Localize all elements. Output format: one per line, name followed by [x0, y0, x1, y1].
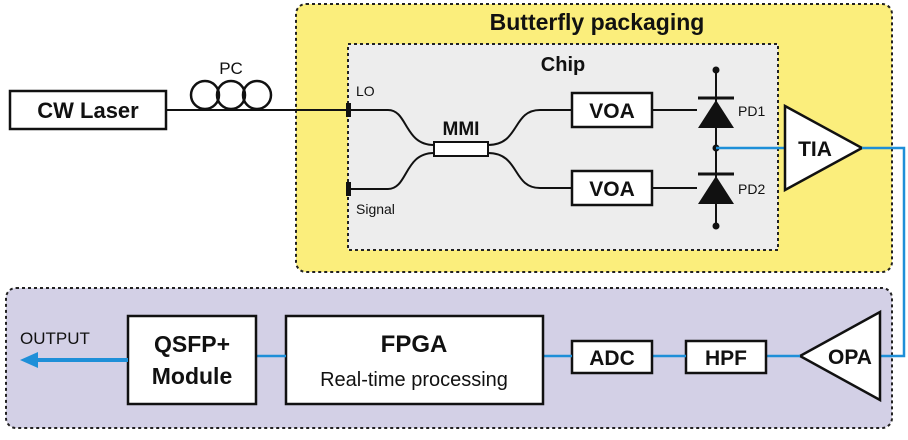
- signal-label: Signal: [356, 201, 395, 217]
- fpga-subtitle: Real-time processing: [320, 369, 508, 391]
- waveguide-lo-to-mmi: [351, 109, 435, 146]
- signal-port: [346, 182, 351, 196]
- opa-amplifier: [797, 309, 882, 403]
- qsfp-line2: Module: [152, 363, 233, 389]
- chip-label: Chip: [541, 54, 585, 76]
- butterfly-packaging-label: Butterfly packaging: [490, 9, 705, 35]
- voa2-label: VOA: [589, 178, 635, 201]
- fpga-block: [284, 314, 545, 406]
- wire-tia-to-opa: [862, 146, 906, 358]
- qsfp-module-block: [126, 314, 258, 406]
- lo-label: LO: [356, 83, 375, 99]
- pd1-diode-icon: [698, 96, 734, 128]
- fpga-title: FPGA: [381, 331, 448, 358]
- output-arrow-icon: [20, 352, 128, 368]
- pc-label: PC: [219, 59, 243, 78]
- pd2-diode-icon: [698, 172, 734, 204]
- opa-label: OPA: [828, 346, 872, 369]
- pd2-label: PD2: [738, 181, 765, 197]
- qsfp-line1: QSFP+: [154, 331, 230, 357]
- tia-label: TIA: [798, 138, 832, 161]
- polarization-controller: [189, 79, 273, 111]
- output-label: OUTPUT: [20, 329, 90, 348]
- chip-region: [347, 43, 779, 251]
- lo-port: [346, 103, 351, 117]
- adc-block: [570, 339, 654, 375]
- mmi-label: MMI: [443, 119, 480, 140]
- voa1-label: VOA: [589, 100, 635, 123]
- waveguide-signal-to-mmi: [351, 152, 435, 190]
- hpf-label: HPF: [705, 347, 747, 370]
- pd-bottom-terminal: [712, 222, 720, 230]
- pd-top-terminal: [712, 66, 720, 74]
- waveguide-mmi-to-voa1: [487, 109, 572, 146]
- pd1-label: PD1: [738, 103, 765, 119]
- tia-amplifier: [783, 103, 865, 193]
- mmi-block: [433, 141, 489, 157]
- cw-laser-label: CW Laser: [37, 98, 139, 123]
- voa1-block: [570, 91, 654, 129]
- waveguide-mmi-to-voa2: [487, 152, 572, 189]
- adc-label: ADC: [589, 347, 635, 370]
